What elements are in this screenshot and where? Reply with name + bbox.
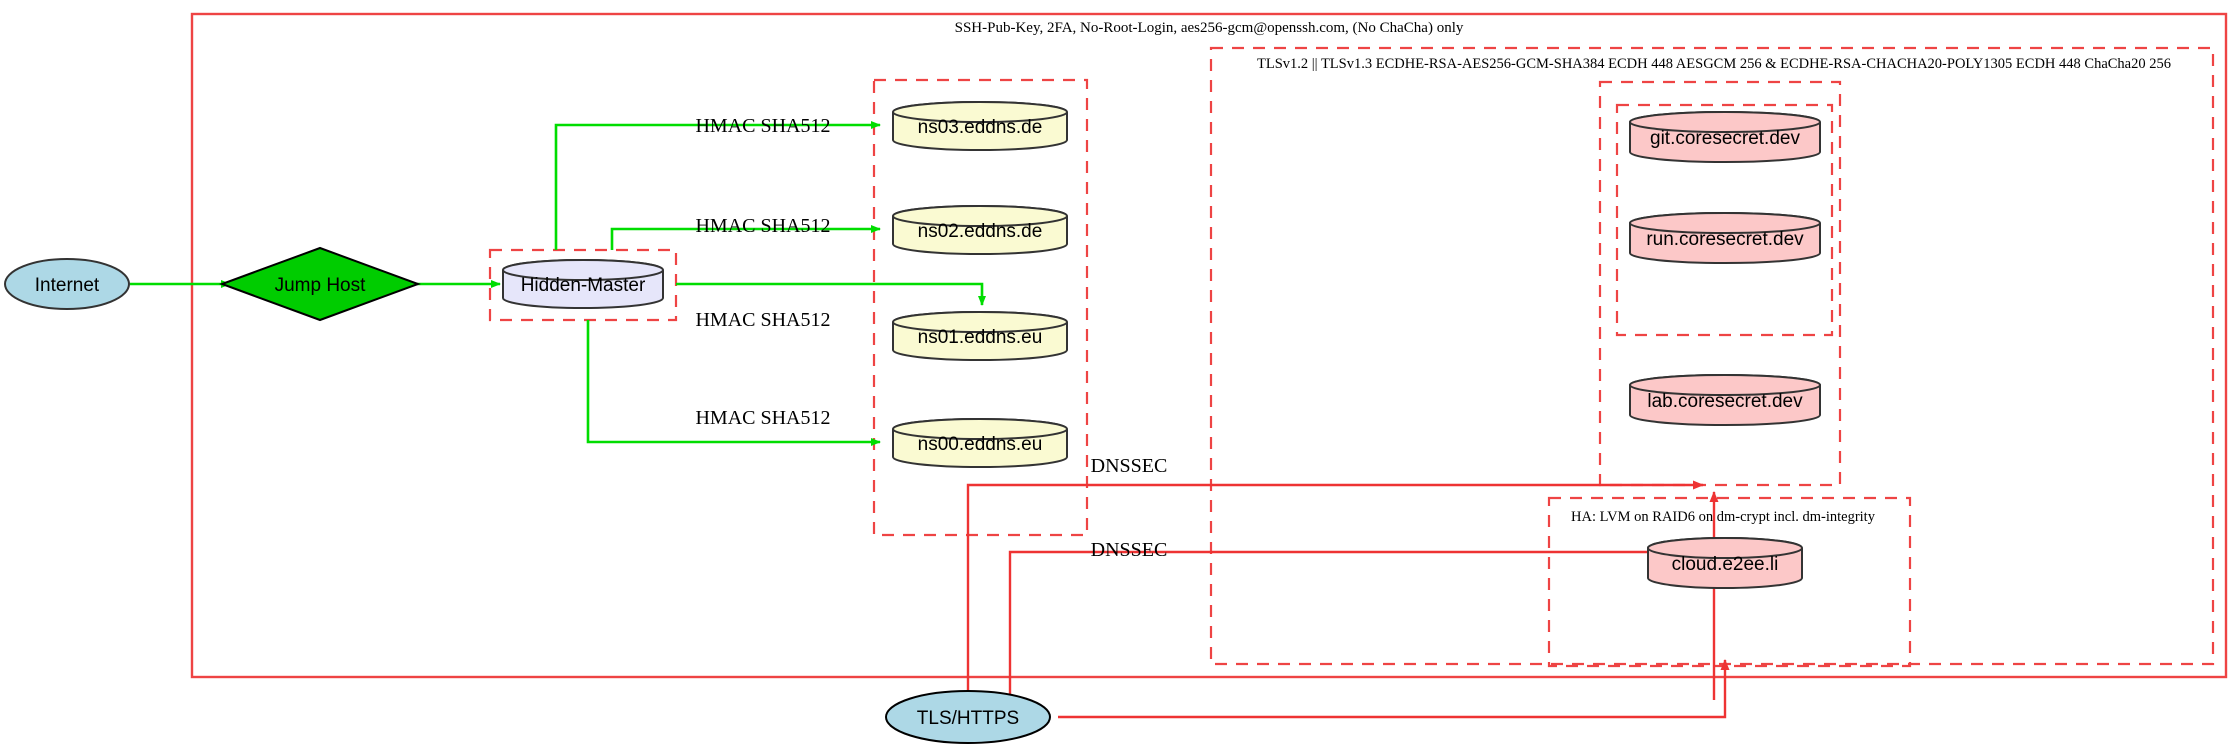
node-lab-coresecret[interactable]: lab.coresecret.dev — [1629, 374, 1821, 426]
node-ns02[interactable]: ns02.eddns.de — [892, 205, 1068, 255]
zone-ssh-outer — [190, 12, 2228, 679]
edge-label-hmac-ns03: HMAC SHA512 — [695, 115, 830, 137]
zone-coresecret-inner — [1615, 103, 1834, 337]
node-tls-https[interactable]: TLS/HTTPS — [885, 690, 1051, 744]
node-ns00-label: ns00.eddns.eu — [918, 434, 1043, 455]
node-internet-label: Internet — [35, 275, 100, 296]
node-cloud-e2ee-label: cloud.e2ee.li — [1672, 554, 1779, 575]
edge-hiddenmaster-to-ns02 — [610, 225, 881, 250]
edge-label-hmac-ns02: HMAC SHA512 — [695, 215, 830, 237]
zone-tls-label: TLSv1.2 || TLSv1.3 ECDHE-RSA-AES256-GCM-… — [1257, 56, 2171, 72]
zone-ha-label: HA: LVM on RAID6 on dm-crypt incl. dm-in… — [1571, 509, 1876, 525]
node-ns03[interactable]: ns03.eddns.de — [892, 101, 1068, 151]
node-run-coresecret[interactable]: run.coresecret.dev — [1629, 212, 1821, 264]
zone-ssh-outer-label: SSH-Pub-Key, 2FA, No-Root-Login, aes256-… — [955, 20, 1464, 36]
node-run-coresecret-label: run.coresecret.dev — [1646, 229, 1804, 250]
edge-tlshttps-right-run — [1058, 659, 1730, 719]
edge-hiddenmaster-to-ns03 — [554, 121, 881, 250]
node-jump-host-label: Jump Host — [275, 275, 367, 296]
node-ns00[interactable]: ns00.eddns.eu — [892, 418, 1068, 468]
edge-label-dnssec-upper: DNSSEC — [1091, 455, 1168, 477]
edge-hiddenmaster-to-ns01 — [676, 282, 986, 306]
node-hidden-master[interactable]: Hidden-Master — [502, 259, 664, 309]
zone-coresecret-outer — [1598, 80, 1842, 487]
zone-tls — [1209, 46, 2215, 666]
node-ns01-label: ns01.eddns.eu — [918, 327, 1043, 348]
edge-label-hmac-ns00: HMAC SHA512 — [695, 407, 830, 429]
edge-tlshttps-to-cloud — [1008, 547, 1704, 717]
node-git-coresecret[interactable]: git.coresecret.dev — [1629, 111, 1821, 163]
node-ns01[interactable]: ns01.eddns.eu — [892, 311, 1068, 361]
node-cloud-e2ee[interactable]: cloud.e2ee.li — [1647, 537, 1803, 589]
node-internet[interactable]: Internet — [4, 258, 130, 310]
node-tls-https-label: TLS/HTTPS — [917, 708, 1019, 729]
edge-hiddenmaster-to-ns00 — [586, 320, 881, 446]
node-ns03-label: ns03.eddns.de — [918, 117, 1043, 138]
node-git-coresecret-label: git.coresecret.dev — [1650, 128, 1800, 149]
node-jump-host[interactable]: Jump Host — [219, 246, 421, 322]
edge-label-dnssec-lower: DNSSEC — [1091, 539, 1168, 561]
node-lab-coresecret-label: lab.coresecret.dev — [1647, 391, 1803, 412]
edge-tlshttps-to-coresecret — [966, 480, 1704, 717]
node-hidden-master-label: Hidden-Master — [521, 275, 646, 296]
zone-ha-cloud — [1547, 496, 1912, 668]
edge-label-hmac-ns01: HMAC SHA512 — [695, 309, 830, 331]
zone-dns-servers — [872, 78, 1089, 537]
node-ns02-label: ns02.eddns.de — [918, 221, 1043, 242]
